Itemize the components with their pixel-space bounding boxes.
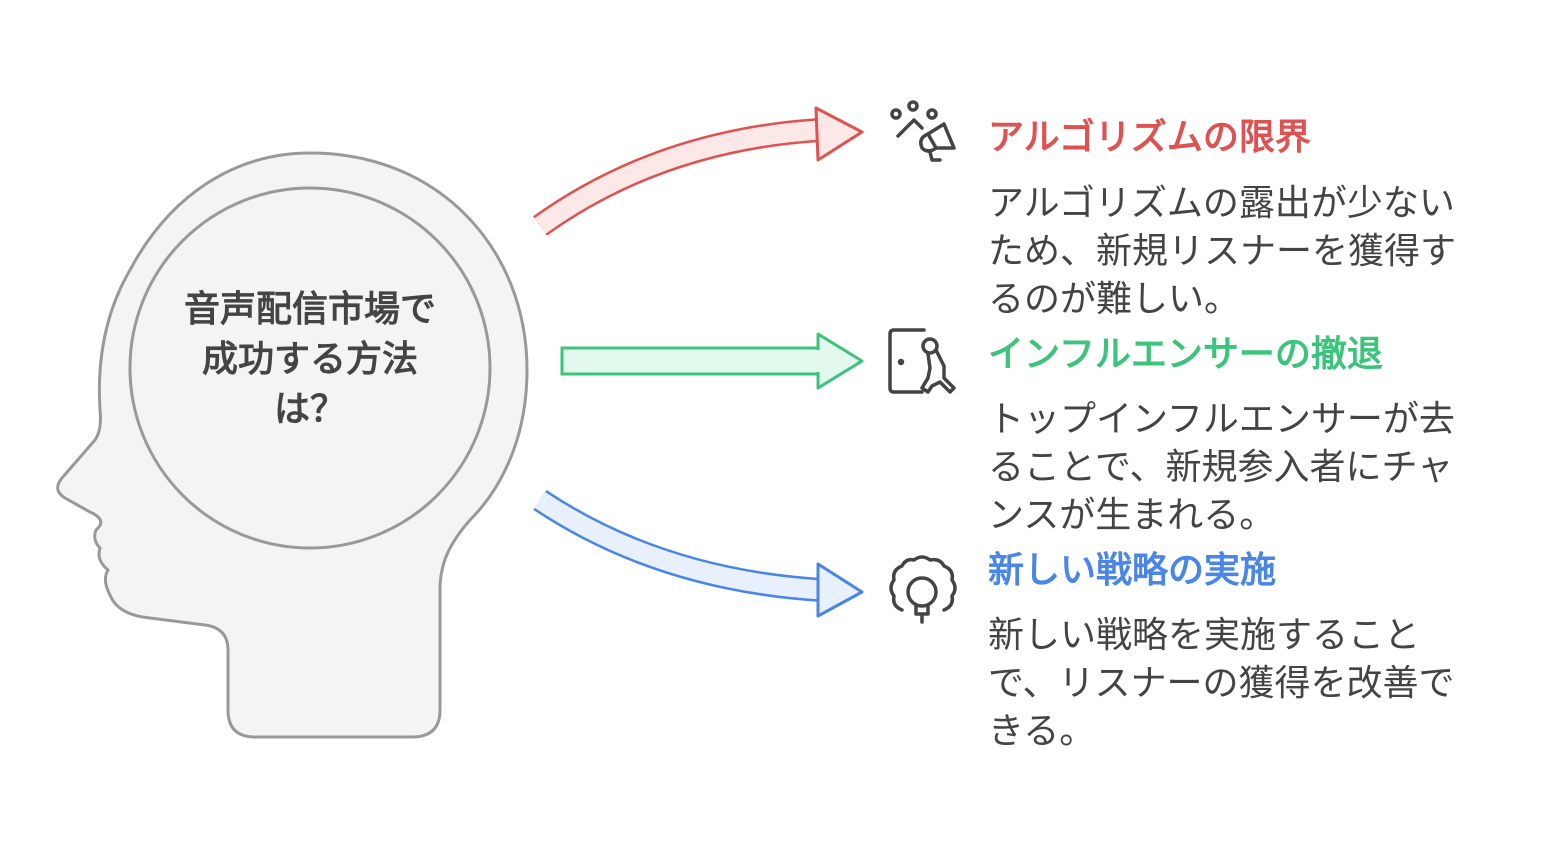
item-title-influencer-exit: インフルエンサーの撤退 [988, 334, 1383, 375]
arrow-blue [533, 490, 864, 618]
description-line: ため、新規リスナーを獲得す [988, 231, 1457, 272]
description-line: トップインフルエンサーが去 [988, 399, 1455, 440]
thought-circle [128, 186, 492, 550]
people-megaphone-icon [890, 100, 956, 162]
description-line: るのが難しい。 [988, 279, 1241, 320]
arrow-green [560, 332, 864, 390]
central-question: 音声配信市場で 成功する方法 は？ [150, 285, 470, 435]
arrow-red [533, 106, 864, 236]
person-leaving-door-icon [888, 328, 956, 394]
description-line: で、リスナーの獲得を改善で [988, 663, 1455, 704]
item-title-algorithm-limit: アルゴリズムの限界 [988, 117, 1311, 158]
description-line: 新しい戦略を実施すること [988, 615, 1421, 656]
description-line: ンスが生まれる。 [988, 495, 1276, 536]
central-question-line: 音声配信市場で [183, 289, 436, 330]
item-title-new-strategy: 新しい戦略の実施 [988, 550, 1277, 591]
item-description: 新しい戦略を実施すること で、リスナーの獲得を改善で きる。 [988, 612, 1455, 756]
gear-lightbulb-icon [889, 555, 957, 624]
central-question-line: は？ [273, 389, 346, 430]
description-line: ることで、新規参入者にチャ [988, 447, 1454, 488]
description-line: きる。 [988, 711, 1096, 752]
item-description: アルゴリズムの露出が少ない ため、新規リスナーを獲得す るのが難しい。 [988, 180, 1456, 324]
central-question-line: 成功する方法 [201, 339, 418, 380]
item-description: トップインフルエンサーが去 ることで、新規参入者にチャ ンスが生まれる。 [988, 396, 1455, 540]
description-line: アルゴリズムの露出が少ない [988, 183, 1455, 224]
